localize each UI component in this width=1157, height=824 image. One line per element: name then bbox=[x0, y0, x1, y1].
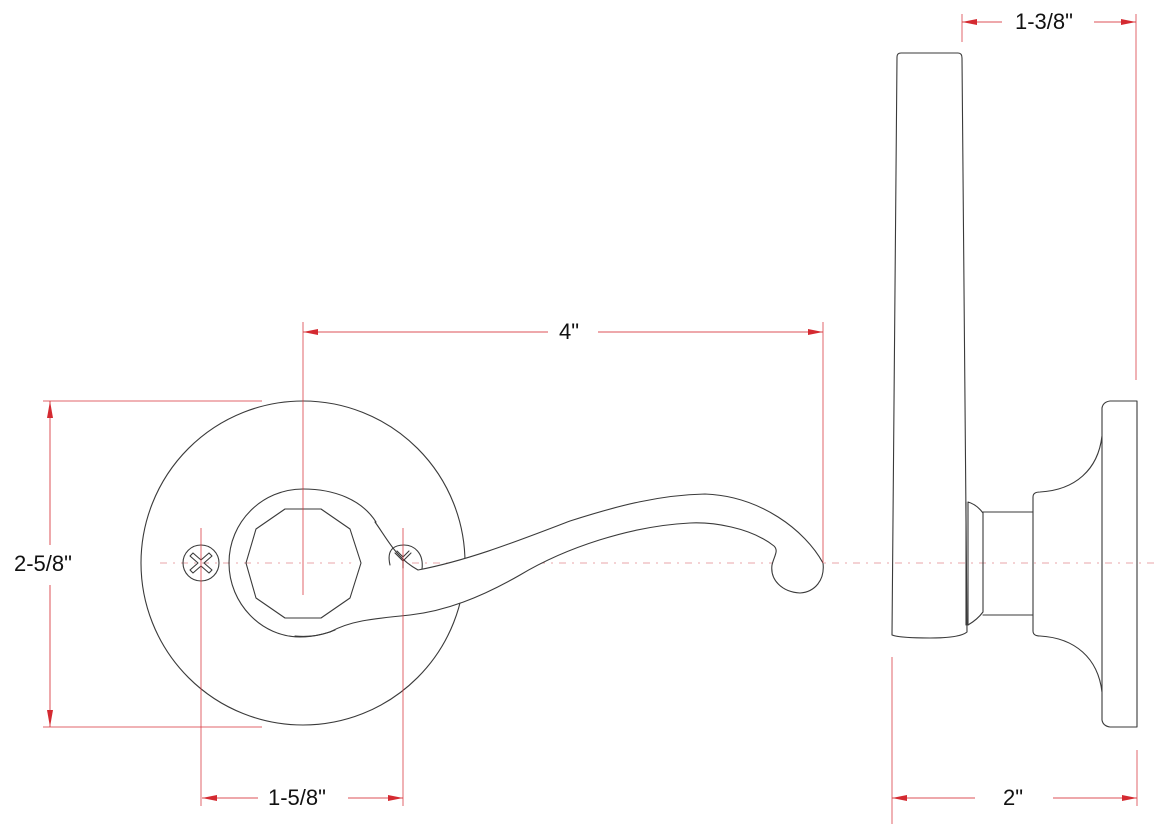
dimension-projection bbox=[891, 657, 1138, 824]
side-view bbox=[891, 52, 1138, 728]
side-neck-shank bbox=[982, 511, 1034, 616]
dimension-rose-diameter bbox=[43, 400, 262, 728]
side-neck-collar bbox=[967, 501, 984, 626]
spindle-decagon bbox=[245, 508, 362, 619]
label-rose-diameter: 2-5/8" bbox=[14, 551, 72, 576]
label-lever-length: 4" bbox=[559, 319, 580, 344]
side-rose-profile bbox=[1032, 400, 1138, 728]
hub-ring-outline bbox=[228, 488, 377, 638]
dimension-lever-offset bbox=[961, 14, 1137, 380]
label-screw-spacing: 1-5/8" bbox=[268, 785, 326, 810]
lever-arm-outline bbox=[310, 494, 824, 637]
side-lever-profile bbox=[891, 52, 968, 639]
lever-upper-edge bbox=[294, 493, 824, 637]
label-projection: 2" bbox=[1003, 785, 1024, 810]
dimension-screw-spacing bbox=[200, 528, 404, 806]
label-lever-offset: 1-3/8" bbox=[1015, 9, 1073, 34]
dimension-lever-length bbox=[302, 322, 824, 595]
